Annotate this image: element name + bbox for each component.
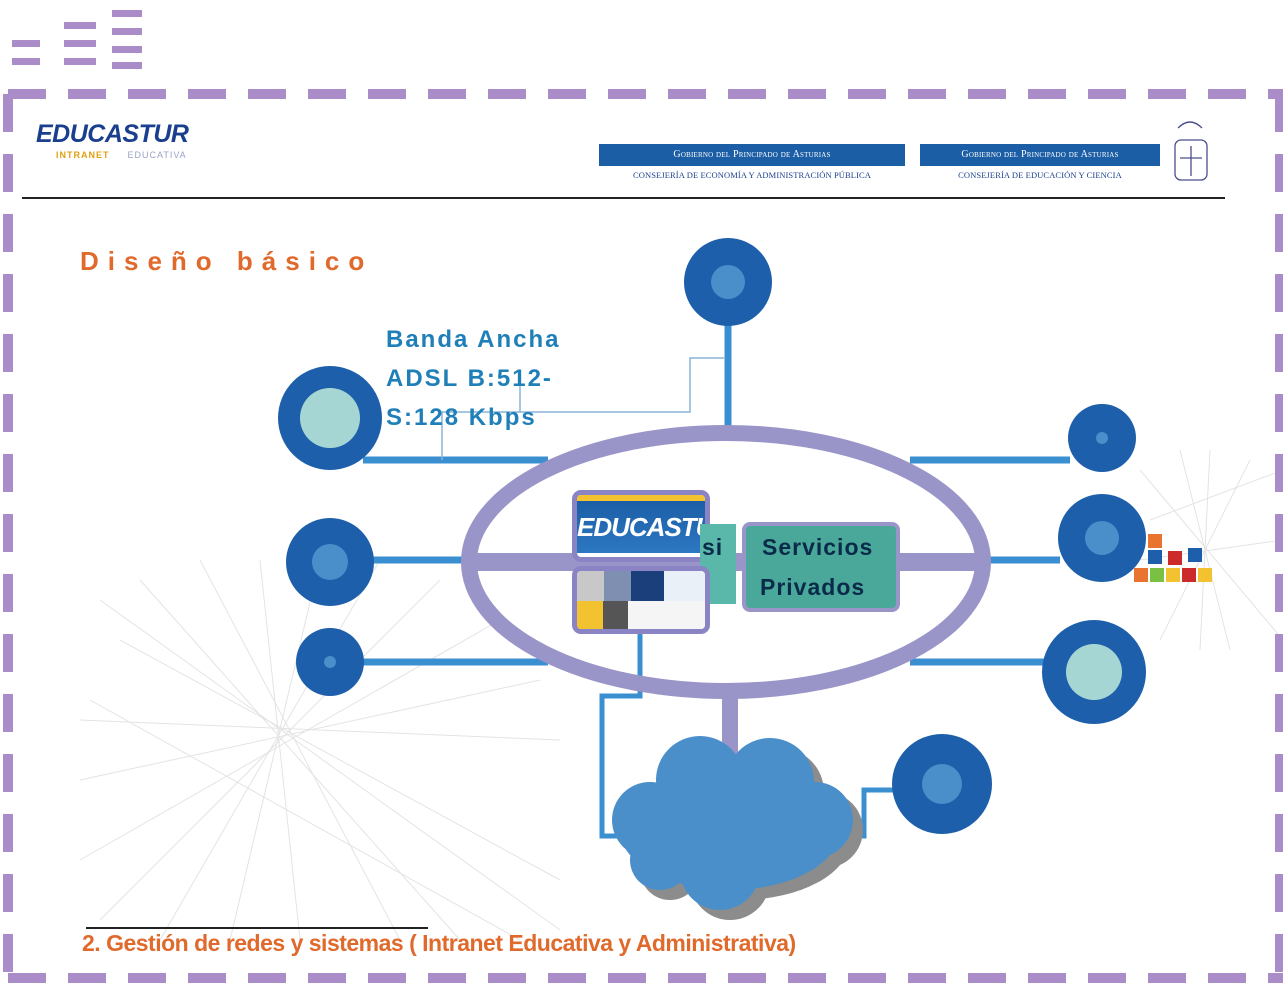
slide-frame — [3, 89, 1283, 983]
services-line-1: Servicios — [762, 534, 874, 560]
colored-squares — [1134, 534, 1212, 582]
network-links — [360, 325, 1070, 666]
gov-block-left: Gobierno del Principado de Asturias CONS… — [599, 144, 905, 180]
node-top — [684, 238, 772, 326]
backbone-ring — [461, 425, 991, 699]
node-mid-right — [1058, 494, 1146, 582]
node-cloud-right — [892, 734, 992, 834]
services-line-2: Privados — [760, 574, 866, 600]
center-logo-card: EDUCASTUR — [572, 490, 710, 562]
node-lower-right — [1042, 620, 1146, 724]
photo-strip-2 — [577, 601, 705, 629]
menu-dash-icon — [12, 10, 142, 69]
brand-educativa: EDUCATIVA — [127, 150, 187, 160]
partial-text: si — [702, 534, 724, 560]
photo-strip — [577, 571, 705, 601]
cloud-icon — [612, 736, 863, 920]
gov-left-title: Gobierno del Principado de Asturias — [599, 144, 905, 166]
node-upper-right — [1068, 404, 1136, 472]
footer-caption: 2. Gestión de redes y sistemas ( Intrane… — [82, 930, 796, 956]
photo-card — [572, 566, 710, 634]
educastur-brand: EDUCASTUR — [36, 120, 189, 148]
gov-block-right: Gobierno del Principado de Asturias CONS… — [920, 144, 1160, 180]
brand-intranet: INTRANET — [56, 150, 110, 160]
decorative-wireframe — [79, 449, 1283, 941]
node-lower-left — [296, 628, 364, 696]
slide-title: Diseño básico — [80, 246, 374, 276]
gov-left-dept: CONSEJERÍA DE ECONOMÍA Y ADMINISTRACIÓN … — [632, 170, 872, 180]
bandwidth-label: Banda Ancha ADSL B:512-S:128 Kbps — [386, 326, 561, 431]
node-upper-left — [278, 366, 382, 470]
crest-icon — [1174, 121, 1208, 181]
services-box: Servicios Privados — [742, 522, 900, 612]
thin-connectors — [441, 357, 724, 460]
gov-right-dept: CONSEJERÍA DE EDUCACIÓN Y CIENCIA — [958, 170, 1122, 180]
educastur-center-logo: EDUCASTUR — [577, 495, 705, 553]
brand-subtitle: INTRANET EDUCATIVA — [56, 150, 187, 160]
gov-right-title: Gobierno del Principado de Asturias — [920, 144, 1160, 166]
node-mid-left — [286, 518, 374, 606]
